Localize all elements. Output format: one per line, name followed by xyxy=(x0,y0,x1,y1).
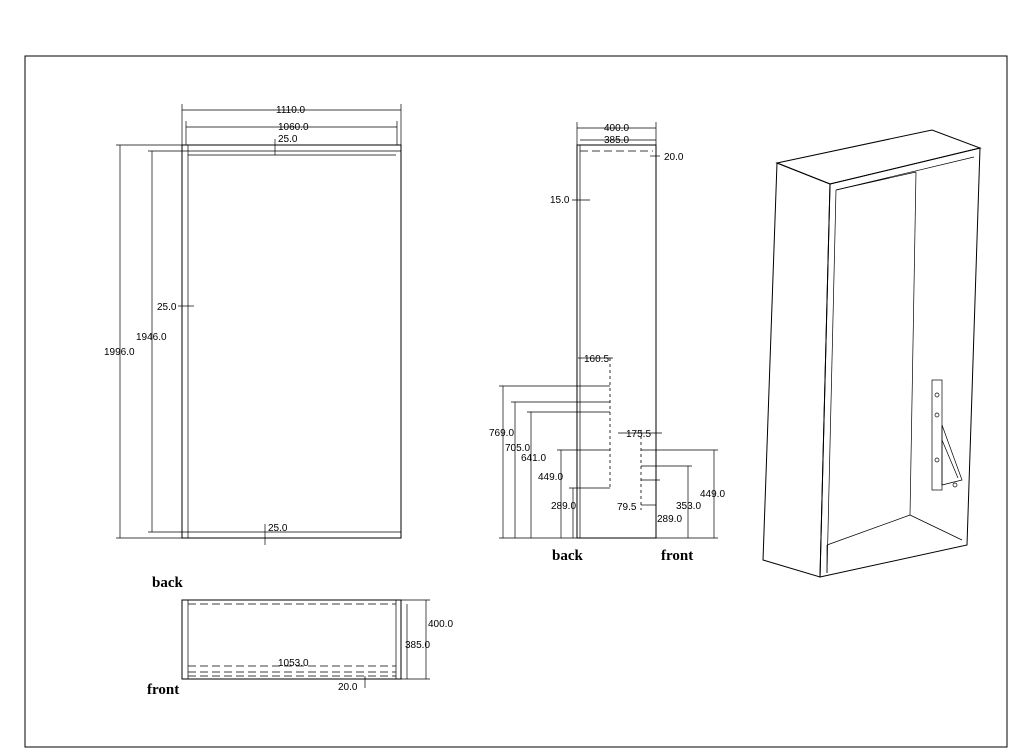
dim-front-height-3: 289.0 xyxy=(657,514,682,525)
dim-overall-width: 1110.0 xyxy=(276,105,306,116)
dim-side-hole-b: 175.5 xyxy=(626,429,651,440)
dim-side-shelf-line: 15.0 xyxy=(550,195,570,206)
dim-top-panel: 25.0 xyxy=(278,134,298,145)
dim-inner-height: 1946.0 xyxy=(136,332,167,343)
iso-bracket xyxy=(931,379,963,491)
dim-side-inner-depth: 385.0 xyxy=(604,135,629,146)
dim-overall-height: 1996.0 xyxy=(104,347,135,358)
plan-front-label: front xyxy=(147,682,179,698)
dim-side-panel: 25.0 xyxy=(157,302,177,313)
front-outer-frame xyxy=(181,144,402,539)
dim-back-height-1: 769.0 xyxy=(489,428,514,439)
plan-view: 1053.0 20.0 400.0 385.0 back front xyxy=(147,575,453,698)
isometric-view xyxy=(762,129,982,578)
dim-plan-front-offset: 20.0 xyxy=(338,682,358,693)
iso-front-face xyxy=(819,147,981,578)
dim-front-height-1: 449.0 xyxy=(700,489,725,500)
dim-plan-depth: 400.0 xyxy=(428,619,453,630)
dim-back-height-3: 641.0 xyxy=(521,453,546,464)
iso-top-face xyxy=(775,129,982,185)
dim-plan-inner-depth: 385.0 xyxy=(405,640,430,651)
dim-side-top-offset: 20.0 xyxy=(664,152,684,163)
side-front-label: front xyxy=(661,548,693,564)
dim-bottom-panel: 25.0 xyxy=(268,523,288,534)
dim-side-hole-a: 160.5 xyxy=(584,354,609,365)
dim-plan-inner-width: 1053.0 xyxy=(278,658,309,669)
plan-outer-frame xyxy=(181,599,402,680)
dim-side-depth: 400.0 xyxy=(604,123,629,134)
dim-back-height-4: 449.0 xyxy=(538,472,563,483)
dim-front-height-2: 353.0 xyxy=(676,501,701,512)
plan-back-label: back xyxy=(152,575,184,591)
sheet-border xyxy=(24,55,1008,748)
dim-inner-width: 1060.0 xyxy=(278,122,309,133)
side-outer-frame xyxy=(576,144,657,539)
dim-back-height-5: 289.0 xyxy=(551,501,576,512)
side-back-label: back xyxy=(552,548,584,564)
front-view: 1110.0 1060.0 25.0 1996.0 1946.0 25.0 25… xyxy=(104,104,402,545)
dim-back-height-2: 705.0 xyxy=(505,443,530,454)
side-view: 400.0 385.0 20.0 15.0 160.5 175.5 769.0 … xyxy=(489,122,725,564)
dim-front-offset: 79.5 xyxy=(617,502,637,513)
iso-side-face xyxy=(762,162,831,578)
